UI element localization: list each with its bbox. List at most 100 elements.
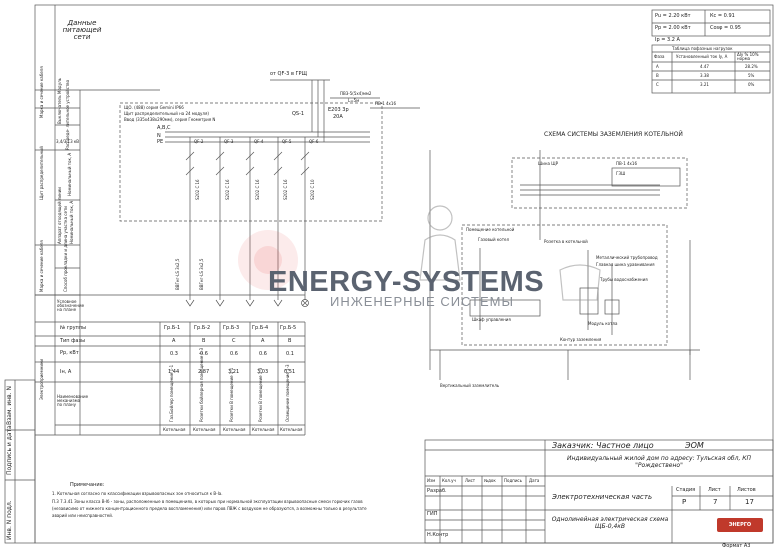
power-3: 0.6 (230, 351, 238, 357)
current-2: 2.87 (198, 369, 210, 375)
g-label-9: Шкаф управления (472, 317, 511, 322)
phase-table-title: Таблица пофазных нагрузок (672, 46, 733, 51)
phase-1: A (172, 338, 176, 344)
sheets-header: Листов (737, 487, 756, 493)
strip-label-13: Pр, кВт (60, 350, 79, 356)
g-label-13: Модуль котла (588, 321, 618, 326)
cable-label-1: ВВГнг-LS 3х2,5 (175, 258, 180, 290)
strip-label-8: Марка и сечение кабеля (39, 240, 44, 292)
g-label-1: Шина ЩР (538, 161, 559, 166)
phase-row1-a: A (656, 64, 659, 69)
current-4: 3.03 (257, 369, 269, 375)
object-name: Индивидуальный жилой дом по адресу: Туль… (566, 455, 752, 470)
strip-label-12: Тип фазы (60, 338, 86, 344)
phase-5: B (288, 338, 292, 344)
group-5: Гр.Б-5 (280, 325, 297, 331)
stat-ip: Iр = 3.2 А (655, 37, 680, 43)
role-gip: ГИП (427, 511, 438, 517)
breaker-qf2: QF-2 (194, 139, 204, 144)
bus-n: N (157, 133, 161, 139)
strip-label-9: Способ прокладки и длина участка сети (63, 206, 68, 292)
g-label-3: ГЗШ (616, 171, 626, 176)
strip-label-10: Условное обозначение на плане (57, 299, 85, 312)
section-name: Электротехническая часть (552, 493, 653, 501)
col-kolch: Кол.уч (442, 478, 456, 483)
room-3: Котельная (223, 427, 246, 432)
phase-3: C (232, 338, 236, 344)
phase-h2: Установленный ток Iу, А (676, 54, 728, 59)
notes-line4: аварий или неисправностей. (52, 513, 114, 518)
g-label-11: Вертикальный заземлитель (440, 383, 500, 388)
current-5: 0.51 (284, 369, 296, 375)
drawing-title: Однолинейная электрическая схема ЩБ-0,4к… (551, 516, 669, 531)
qs-label: QS-1 (292, 111, 305, 117)
main-breaker: E203 3р (328, 107, 349, 113)
phase-row2-b: 3.38 (700, 73, 709, 78)
phase-4: A (261, 338, 265, 344)
cable-label-2: ВВГнг-LS 3х2,5 (199, 258, 204, 290)
load-name-1: Газ.Бойлер помещение 1-1 (169, 364, 174, 422)
stat-cos: Cosφ = 0.95 (710, 25, 741, 31)
rating-qf4: S202 С 16 (255, 179, 260, 200)
main-rating: 20А (333, 114, 343, 120)
notes-line1: 1. Котельная согласно по классификации в… (52, 491, 223, 496)
phase-h1: Фаза (654, 54, 665, 59)
breaker-qf3: QF-3 (224, 139, 234, 144)
sheet-value: 7 (713, 498, 718, 506)
strip-label-6: Аппарат отходящей линии (57, 187, 62, 244)
load-name-4: Розетки В помещение 1-3 (258, 367, 263, 422)
phase-row3-a: C (656, 82, 659, 87)
watermark-main: ENERGY-SYSTEMS (268, 266, 545, 298)
col-data: Дата (529, 478, 540, 483)
phase-row3-b: 3.21 (700, 82, 709, 87)
strip-label-7: Номинальный ток, А (69, 200, 74, 244)
col-izm: Изм (427, 478, 436, 483)
g-label-4: Газовый котел (478, 237, 510, 242)
panel-pv: ПВ-1 4х16 (375, 101, 397, 106)
breaker-qf5: QF-5 (282, 139, 292, 144)
room-5: Котельная (280, 427, 303, 432)
g-label-7: Трубы водоснабжения (600, 277, 648, 282)
sheet-header: Лист (708, 487, 721, 493)
phase-row2-a: B (656, 73, 659, 78)
g-label-10: Помещение котельной (466, 227, 515, 232)
room-4: Котельная (252, 427, 275, 432)
power-5: 0.1 (286, 351, 294, 357)
strip-label-1: Марка и сечение кабеля (39, 66, 44, 118)
stamp-sign: Подпись и дата (6, 425, 13, 475)
current-3: 3.21 (228, 369, 240, 375)
stat-kc: Кс = 0.91 (710, 13, 735, 19)
g-label-2: ПВ-1 4х16 (616, 161, 638, 166)
g-label-8: Розетка в котельной (544, 239, 588, 244)
stamp-inv: Инв. N подл. (6, 500, 13, 540)
phase-2: B (202, 338, 206, 344)
load-name-3: Розетки В помещение 1-1 (229, 367, 234, 422)
load-name-5: Освещение помещение 1-3 (285, 364, 290, 422)
bus-abc: A,B,C (157, 125, 171, 131)
room-2: Котельная (193, 427, 216, 432)
notes-line3: (независимо от нижнего концентрационного… (52, 506, 367, 511)
g-label-12: Контур заземления (560, 337, 602, 342)
strip-label-14: Iн, А (60, 369, 72, 375)
group-3: Гр.Б-3 (223, 325, 240, 331)
stage-value: Р (682, 498, 687, 506)
breaker-qf4: QF-4 (254, 139, 264, 144)
room-1: Котельная (163, 427, 186, 432)
notes-line2: П.3 7.3.41 Зоны класса В-Iб - зоны, расп… (52, 499, 363, 504)
rating-qf6: S202 С 10 (310, 179, 315, 200)
role-nkontr: Н.Контр (427, 532, 449, 538)
strip-label-5: Номинальный ток, А (67, 152, 72, 196)
bus-pe: PE (157, 139, 164, 145)
panel-line3: Ввод (335х438х290мм), серия Геометрия N (124, 117, 216, 122)
current-1: 1.44 (168, 369, 180, 375)
feed-cable: ПВ3-5(5х4)мм2 (340, 91, 372, 96)
phase-row3-c: 0% (748, 82, 755, 87)
power-1: 0.3 (170, 351, 178, 357)
strip-small: 3,4/3,13 кВ (56, 139, 80, 144)
stat-pr: Pр = 2.00 кВт (655, 25, 691, 31)
stage-header: Стадия (676, 487, 696, 493)
col-podpis: Подпись (504, 478, 522, 483)
strip-label-4: Щит распределительный (39, 146, 44, 200)
stat-pu: Pu = 2.20 кВт (655, 13, 691, 19)
